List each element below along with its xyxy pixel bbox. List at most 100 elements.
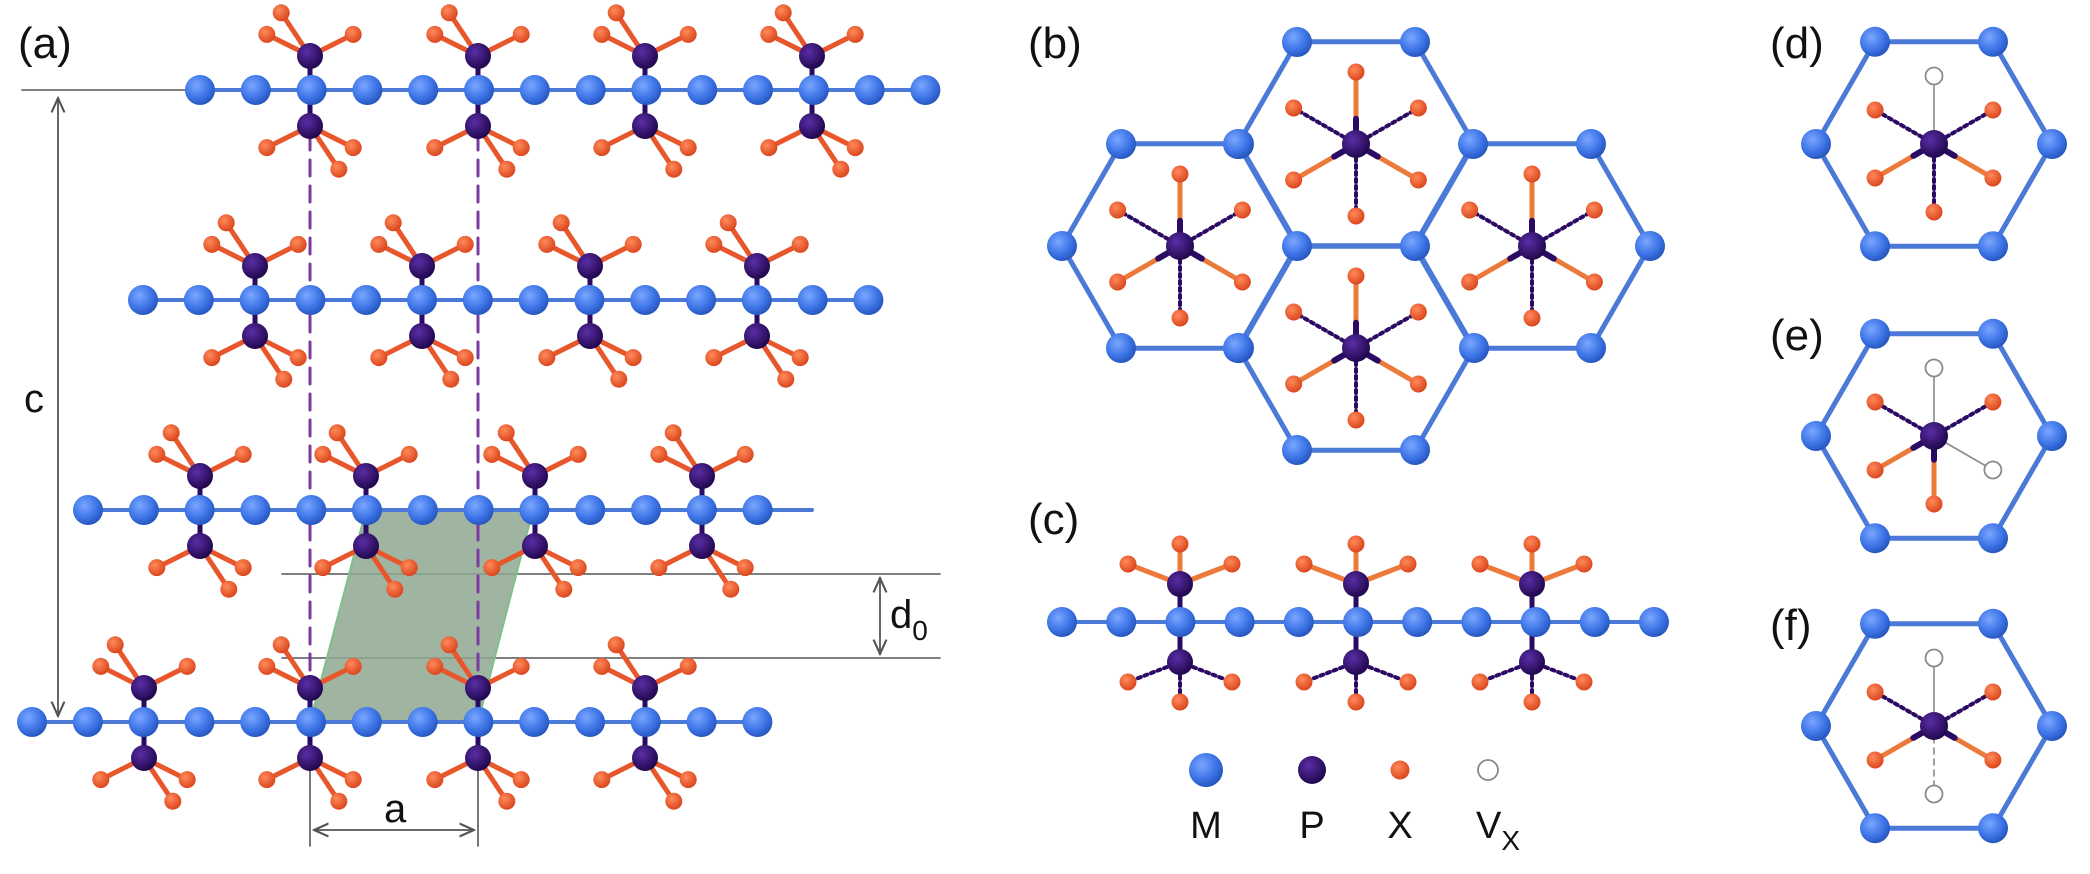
metal-atom bbox=[463, 707, 494, 737]
panel-a-layers bbox=[17, 4, 941, 810]
metal-atom bbox=[407, 707, 438, 737]
chalcogen-atom bbox=[1171, 165, 1189, 183]
metal-atom bbox=[17, 707, 47, 737]
metal-atom bbox=[1106, 607, 1137, 637]
d0-subscript: 0 bbox=[912, 615, 928, 646]
phosphorus-atom bbox=[522, 463, 548, 489]
chalcogen-atom bbox=[774, 4, 792, 22]
dimension-label-a: a bbox=[384, 787, 407, 831]
phosphorus-atom bbox=[242, 253, 268, 279]
chalcogen-atom bbox=[832, 160, 850, 178]
chalcogen-atom bbox=[1347, 63, 1365, 81]
metal-atom bbox=[1282, 231, 1312, 261]
legend-label-x: X bbox=[1387, 805, 1412, 847]
phosphorus-atom bbox=[1518, 232, 1546, 260]
metal-atom bbox=[1343, 607, 1373, 637]
phosphorus-atom bbox=[1166, 232, 1194, 260]
metal-atom bbox=[2037, 421, 2067, 451]
metal-atom bbox=[73, 495, 103, 525]
chalcogen-atom bbox=[736, 445, 754, 463]
chalcogen-atom bbox=[258, 771, 276, 789]
panel-c-side-view bbox=[1047, 535, 1669, 711]
metal-atom bbox=[352, 495, 382, 525]
chalcogen-atom bbox=[791, 235, 809, 253]
metal-atom bbox=[575, 495, 606, 525]
chalcogen-atom bbox=[664, 424, 682, 442]
phosphorus-atom bbox=[187, 533, 213, 559]
phosphorus-atom bbox=[1298, 756, 1326, 784]
chalcogen-atom bbox=[440, 4, 458, 22]
metal-atom bbox=[1978, 608, 2008, 639]
panel-def-vacancy-hexagons bbox=[1801, 26, 2067, 844]
metal-atom bbox=[575, 75, 606, 105]
metal-atom bbox=[574, 285, 605, 315]
vacancy-site bbox=[1477, 759, 1499, 781]
phosphorus-atom bbox=[522, 533, 548, 559]
metal-atom bbox=[1189, 753, 1223, 787]
metal-atom bbox=[295, 285, 326, 315]
unit-cell-parallelogram bbox=[308, 509, 535, 723]
phosphorus-atom bbox=[1343, 649, 1369, 675]
chalcogen-atom bbox=[92, 657, 110, 675]
metal-atom bbox=[1047, 607, 1077, 637]
metal-atom bbox=[910, 75, 941, 105]
vx-main: V bbox=[1476, 805, 1502, 847]
metal-atom bbox=[798, 75, 829, 105]
phosphorus-atom bbox=[465, 43, 491, 69]
metal-atom bbox=[408, 75, 439, 105]
metal-atom bbox=[630, 285, 661, 315]
chalcogen-atom bbox=[456, 349, 474, 367]
chalcogen-atom bbox=[555, 580, 573, 598]
chalcogen-atom bbox=[164, 792, 182, 810]
chalcogen-atom bbox=[272, 4, 290, 22]
metal-atom bbox=[407, 495, 438, 525]
chalcogen-atom bbox=[1925, 495, 1943, 513]
metal-atom bbox=[184, 707, 215, 737]
vacancy-site bbox=[1924, 358, 1944, 378]
chalcogen-atom bbox=[846, 25, 864, 43]
panel-label-d: (d) bbox=[1770, 19, 1824, 68]
chalcogen-atom bbox=[1523, 309, 1541, 327]
chalcogen-atom bbox=[162, 424, 180, 442]
chalcogen-atom bbox=[719, 214, 737, 232]
metal-atom bbox=[1860, 26, 1890, 57]
metal-atom bbox=[2037, 129, 2067, 159]
phosphorus-atom bbox=[689, 533, 715, 559]
dimension-label-d0: d0 bbox=[890, 593, 928, 646]
chalcogen-atom bbox=[1984, 169, 2002, 187]
phosphorus-atom bbox=[689, 463, 715, 489]
metal-atom bbox=[1400, 231, 1430, 261]
chalcogen-atom bbox=[1109, 201, 1127, 219]
chalcogen-atom bbox=[148, 445, 166, 463]
phosphorus-atom bbox=[131, 675, 157, 701]
metal-atom bbox=[854, 75, 885, 105]
panel-label-f: (f) bbox=[1770, 601, 1812, 650]
metal-atom bbox=[240, 75, 271, 105]
metal-atom bbox=[1860, 608, 1890, 639]
chalcogen-atom bbox=[344, 657, 362, 675]
chalcogen-atom bbox=[538, 349, 556, 367]
panel-label-c: (c) bbox=[1028, 495, 1079, 544]
legend bbox=[1189, 753, 1499, 787]
metal-atom bbox=[296, 707, 326, 737]
chalcogen-atom bbox=[569, 559, 587, 577]
d0-main: d bbox=[890, 593, 912, 637]
chalcogen-atom bbox=[607, 4, 625, 22]
metal-atom bbox=[519, 495, 550, 525]
metal-atom bbox=[686, 707, 717, 737]
chalcogen-atom bbox=[777, 370, 795, 388]
chalcogen-atom bbox=[272, 636, 290, 654]
chalcogen-atom bbox=[426, 771, 444, 789]
chalcogen-atom bbox=[1347, 207, 1365, 225]
metal-atom bbox=[1224, 607, 1255, 637]
chalcogen-atom bbox=[760, 139, 778, 157]
chalcogen-atom bbox=[1285, 375, 1303, 393]
phosphorus-atom bbox=[799, 43, 825, 69]
chalcogen-atom bbox=[426, 25, 444, 43]
metal-atom bbox=[240, 707, 271, 737]
metal-atom bbox=[1223, 129, 1253, 159]
metal-atom bbox=[1282, 435, 1312, 465]
phosphorus-atom bbox=[465, 675, 491, 701]
metal-atom bbox=[184, 495, 215, 525]
